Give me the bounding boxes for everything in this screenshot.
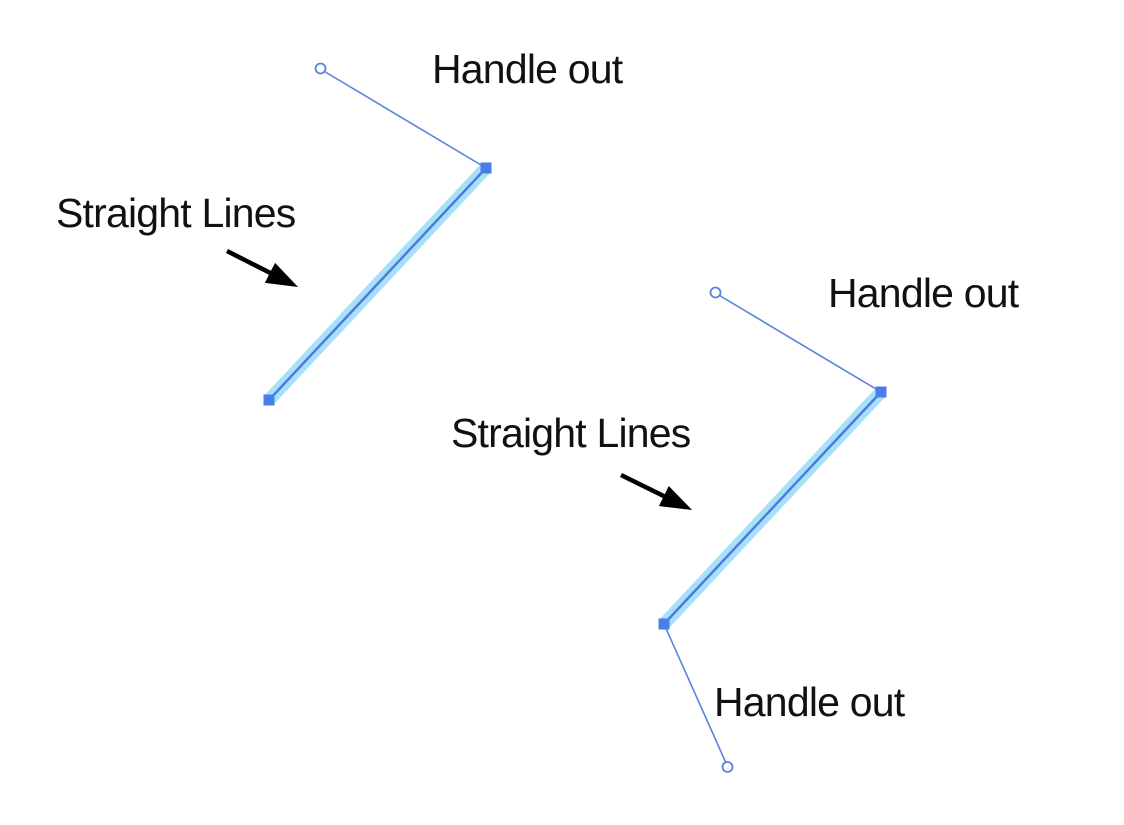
straight-lines-label: Straight Lines bbox=[451, 410, 691, 456]
annotation-arrow bbox=[620, 472, 693, 510]
path-group-upper-left: Handle out Straight Lines bbox=[56, 46, 625, 406]
handle-out-endpoint-icon bbox=[314, 62, 327, 75]
path-segment bbox=[663, 391, 882, 625]
handle-out-line-top bbox=[716, 293, 882, 393]
handle-out-line-bottom bbox=[663, 623, 727, 764]
handle-out-label: Handle out bbox=[432, 46, 624, 92]
handle-out-endpoint-top-icon bbox=[709, 286, 722, 299]
anchor-point-top-icon bbox=[480, 162, 492, 174]
anchor-point-top-icon bbox=[875, 386, 887, 398]
annotation-arrow bbox=[225, 248, 299, 288]
handle-out-line bbox=[321, 69, 487, 169]
path-group-lower-right: Handle out Straight Lines Handle out bbox=[451, 270, 1021, 773]
handle-out-label-top: Handle out bbox=[828, 270, 1020, 316]
path-segment bbox=[268, 167, 487, 401]
handle-out-endpoint-bottom-icon bbox=[721, 761, 734, 773]
anchor-point-bottom-icon bbox=[658, 618, 670, 630]
handle-out-label-bottom: Handle out bbox=[714, 679, 906, 725]
anchor-point-bottom-icon bbox=[263, 394, 275, 406]
straight-lines-label: Straight Lines bbox=[56, 190, 296, 236]
